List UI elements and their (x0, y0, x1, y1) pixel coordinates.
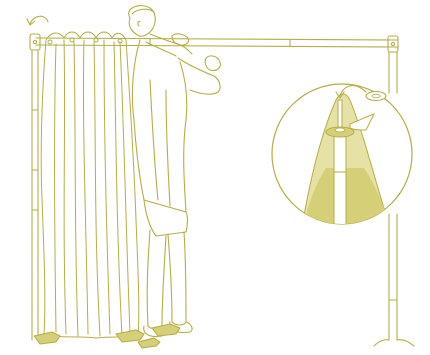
crossbar-bottom-edge (36, 45, 398, 47)
crossbar (30, 34, 398, 52)
pole-base (374, 340, 414, 346)
hair (132, 9, 154, 14)
left-end-cap (30, 34, 40, 50)
right-end-cap (388, 36, 398, 52)
ear (138, 21, 140, 26)
right-leg (168, 232, 186, 325)
hand (205, 56, 220, 71)
inner-pole (334, 130, 346, 240)
clamp (116, 330, 144, 342)
spigot-washer (366, 92, 386, 101)
left-leg (147, 230, 166, 329)
person-hanging-curtain (129, 6, 221, 337)
hanging-curtain (41, 32, 139, 338)
end-cap-screw (33, 40, 36, 43)
left-support-pole (32, 50, 38, 340)
detail-magnifier-circle (272, 84, 412, 240)
end-cap-screw (391, 42, 394, 45)
clamp (138, 338, 160, 348)
coat-tail (144, 200, 188, 236)
crossbar-top-edge (36, 38, 398, 40)
torso (132, 40, 186, 212)
clamp (152, 324, 180, 336)
rotation-arrow-icon (27, 16, 48, 25)
coat-fold (150, 80, 170, 206)
